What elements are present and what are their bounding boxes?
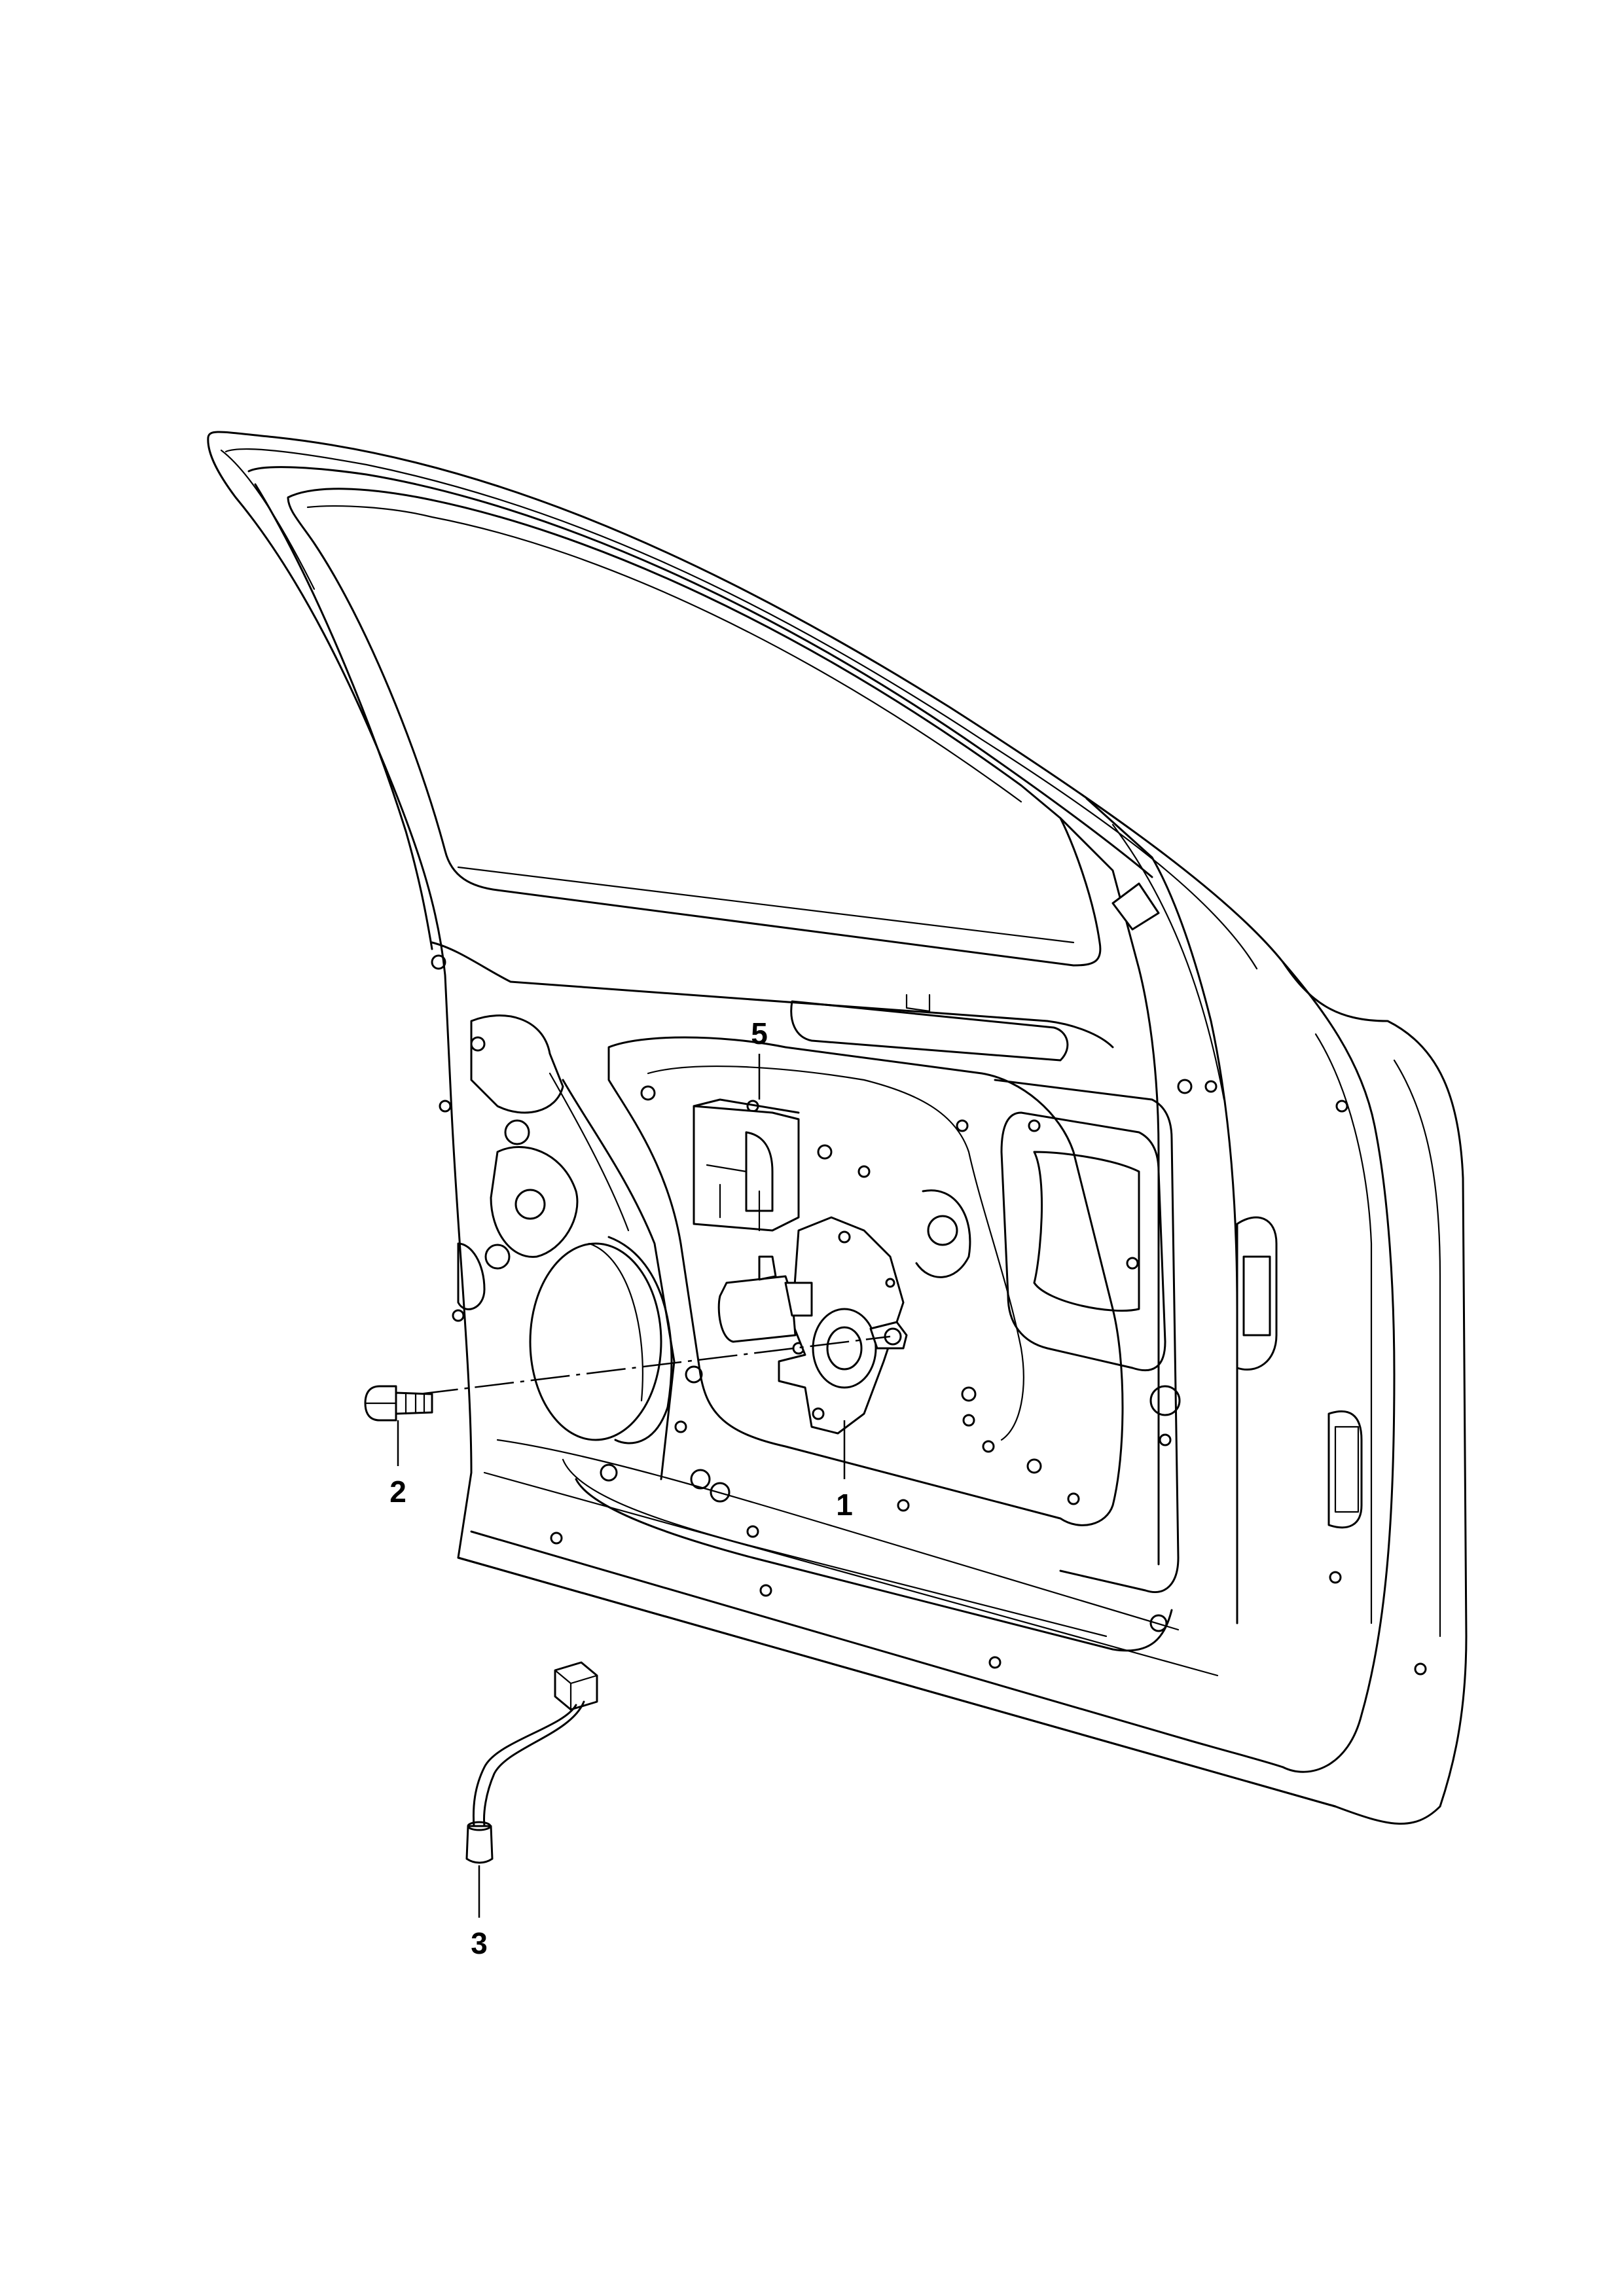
- control-module: [693, 1098, 800, 1232]
- window-motor: [717, 1216, 908, 1435]
- wiring-harness: [465, 1661, 598, 1864]
- callout-1: 1: [836, 1488, 853, 1522]
- inner-panel: [431, 941, 1427, 1676]
- callout-5: 5: [751, 1016, 768, 1050]
- leader-lines: [397, 1054, 846, 1918]
- bolt: [364, 1385, 433, 1422]
- callout-2: 2: [389, 1475, 406, 1509]
- callout-3: 3: [471, 1926, 488, 1960]
- door-frame: [207, 431, 1468, 1825]
- assembly-axis: [418, 1335, 891, 1395]
